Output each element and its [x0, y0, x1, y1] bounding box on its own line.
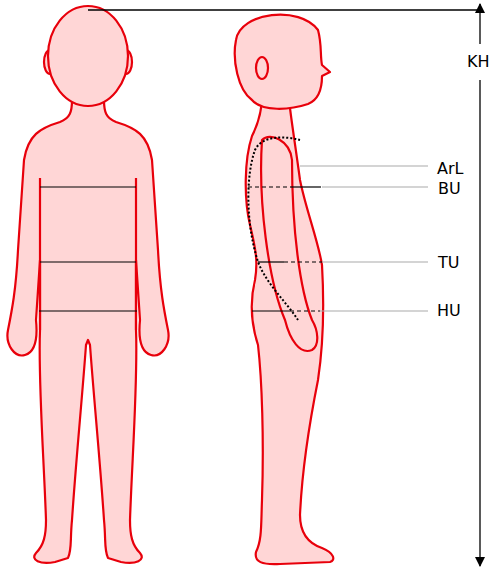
leader-lines	[300, 166, 428, 311]
height-dimension	[88, 4, 480, 566]
back-length-dotted	[248, 137, 300, 320]
side-measure-lines	[248, 187, 322, 311]
measurement-label: ArL	[437, 159, 463, 179]
measurement-label: BU	[438, 179, 461, 199]
front-measure-lines	[39, 187, 137, 311]
front-figure	[7, 6, 168, 563]
measurement-label: TU	[438, 253, 459, 273]
measurement-label: KH	[467, 52, 490, 72]
measurement-label: HU	[437, 301, 461, 321]
side-figure	[235, 15, 333, 565]
